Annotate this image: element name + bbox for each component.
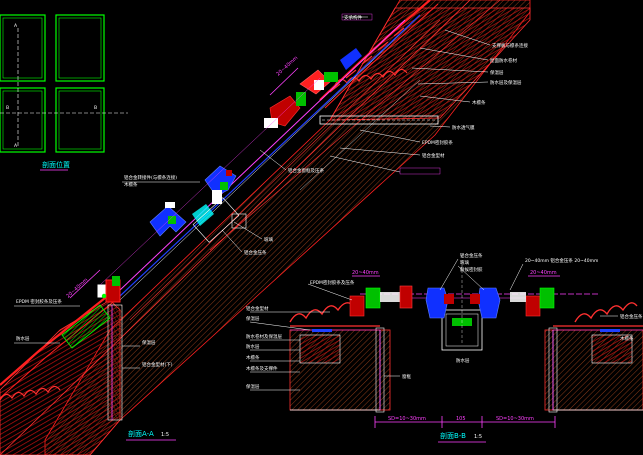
aa-label-left-top-1: 铝合金转接件(与檩条连接) (124, 174, 177, 181)
key-plan-mark-b-right: B (94, 105, 97, 111)
dim-bb-bottom-1: SD=10~30mm (388, 416, 426, 422)
key-plan-mark-a-bottom: A (14, 143, 18, 149)
aa-label-right-4: 防水层及保温层 (490, 79, 522, 86)
aa-label-right-5: 木檩条 (472, 99, 486, 106)
aa-label-right-1: 支撑板与檩条连接 (492, 42, 528, 49)
bb-label-left-6: 木檩条 (246, 354, 260, 361)
aa-label-right-8: 铝合金型材 (422, 152, 445, 159)
aa-label-left-top-2: 木檩条 (124, 181, 138, 188)
dim-bb-bottom-2: 105 (456, 416, 466, 422)
aa-label-left-3: 保温层 (142, 339, 156, 346)
bb-label-mid-2: 防水层 (456, 357, 470, 364)
aa-label-right-2: 屋面防水卷材 (490, 57, 517, 64)
aa-label-left-2: 防水层 (16, 335, 30, 342)
bb-label-left-1: EPDM密封胶条及压条 (310, 279, 355, 286)
aa-label-mid-3: 铝合金压条 (244, 249, 267, 256)
bb-leader-lines-left (249, 283, 353, 391)
section-aa: 20~40mm 20~40mm 支承构件 支撑板与檩条连接 屋面防水卷材 保温层… (0, 0, 531, 455)
bb-label-top-2: 玻璃 (460, 259, 469, 266)
roof-upper-mass (329, 7, 531, 121)
bb-label-left-3: 保温层 (246, 315, 260, 322)
bb-label-left-4: 防水卷材及保温层 (246, 333, 282, 340)
lower-wall (107, 304, 123, 421)
section-bb-title: 剖面B-B (440, 431, 466, 440)
aa-label-left-4: 铝合金型材(下) (142, 361, 173, 368)
aa-label-mid-1: 铝合金窗框及压条 (288, 167, 324, 174)
aa-label-right-3: 保温层 (490, 69, 504, 76)
key-plan-mark-a-top: A (14, 23, 18, 29)
bb-label-right-2: 木檩条 (620, 335, 634, 342)
key-plan-panel-1 (0, 14, 46, 82)
bb-label-top-3: 耐候密封胶 (460, 266, 483, 273)
bb-tiles-left (289, 302, 355, 323)
dim-bb-right: 20~40mm (530, 270, 557, 276)
roof-tiles-lower (0, 385, 61, 401)
frame-node-5 (314, 48, 362, 90)
key-plan-panel-2 (55, 14, 105, 82)
key-plan-panel-4 (55, 87, 105, 153)
bb-label-left-5: 防水层 (246, 343, 260, 350)
dim-aa-bottom: 20~40mm (65, 277, 89, 299)
bb-label-left-2: 铝合金型材 (246, 305, 269, 312)
bb-label-right-1: 铝合金压条 (620, 313, 643, 320)
aa-label-right-6: 防水透气膜 (452, 124, 475, 131)
purlin-bar-top (319, 115, 439, 125)
bb-label-mid-1: 窗框 (402, 373, 411, 380)
section-bb: 20~40mm 20~40mm SD=10~30mm 105 SD=10~30m… (246, 252, 643, 443)
section-aa-title: 剖面A-A (128, 429, 154, 438)
key-plan-mark-b-left: B (6, 105, 9, 111)
bb-insulation-right (591, 334, 633, 364)
section-bb-scale: 1:5 (474, 434, 482, 440)
aa-labels-right (329, 16, 491, 173)
aa-label-right-7: EPDM密封胶条 (422, 139, 453, 146)
dim-bb-left: 20~40mm (352, 270, 379, 276)
bb-tiles-right (574, 302, 638, 323)
bb-center-mullion (425, 255, 501, 351)
bb-frame-left (349, 285, 413, 317)
dim-aa-top: 20~40mm (275, 55, 299, 77)
seal-flashing-lower (61, 304, 111, 349)
key-plan-panel-3 (0, 87, 46, 153)
bb-insulation-left (299, 334, 341, 364)
dim-bb-bottom-3: SD=10~30mm (496, 416, 534, 422)
aa-label-left-1: EPDM 密封胶条及压条 (16, 298, 62, 305)
key-plan-caption: 剖面位置 (42, 160, 70, 169)
aa-label-top-callout: 支承构件 (344, 14, 362, 21)
frame-node-1 (97, 276, 121, 303)
bb-frame-right (510, 287, 555, 317)
key-plan: B A A B 剖面位置 (0, 14, 128, 171)
bb-label-top-1: 铝合金压条 (460, 252, 483, 259)
bb-label-left-8: 保温层 (246, 383, 260, 390)
bb-label-left-7: 木檩条及支撑件 (246, 365, 278, 372)
bb-label-top-right: 20~40mm 铝合金压条 20~40mm (525, 257, 598, 264)
section-aa-scale: 1:5 (161, 432, 169, 438)
aa-label-mid-2: 玻璃 (264, 236, 273, 243)
frame-node-3 (204, 165, 237, 204)
